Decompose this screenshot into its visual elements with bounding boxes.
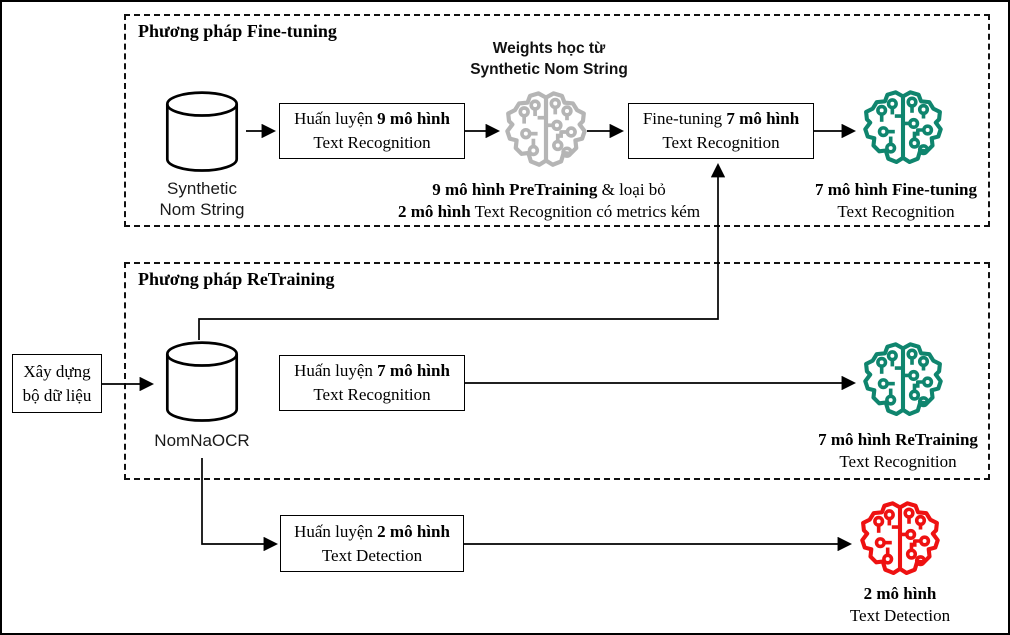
weights-note: Weights học từ Synthetic Nom String xyxy=(408,38,690,80)
pretrain-caption-line1: 9 mô hình PreTraining & loại bỏ xyxy=(432,180,666,199)
finetune-7-models-line2: Text Recognition xyxy=(662,133,780,152)
synthetic-label-line1: Synthetic xyxy=(167,179,237,198)
weights-note-line1: Weights học từ xyxy=(492,40,606,57)
retrained-output-label: 7 mô hình ReTraining Text Recognition xyxy=(792,429,1004,473)
synthetic-label-line2: Nom String xyxy=(159,200,245,219)
pretrain-caption: 9 mô hình PreTraining & loại bỏ 2 mô hìn… xyxy=(388,179,710,223)
train-2-models-line1: Huấn luyện 2 mô hình xyxy=(294,521,450,541)
synthetic-dataset-label: Synthetic Nom String xyxy=(138,178,266,220)
brain-circuit-icon-pretrained xyxy=(504,87,588,177)
build-dataset-line1: Xây dựng xyxy=(23,361,91,381)
finetuned-output-label: 7 mô hình Fine-tuning Text Recognition xyxy=(790,179,1002,223)
train-2-models-box: Huấn luyện 2 mô hình Text Detection xyxy=(280,515,464,572)
retraining-section-title: Phương pháp ReTraining xyxy=(138,269,335,289)
detection-output-line1: 2 mô hình xyxy=(863,584,937,603)
retrained-output-line1: 7 mô hình ReTraining xyxy=(818,430,978,449)
brain-circuit-icon-detection xyxy=(858,500,942,582)
train-7-models-line2: Text Recognition xyxy=(313,385,431,404)
brain-circuit-icon-retrained xyxy=(862,340,944,424)
weights-note-line2: Synthetic Nom String xyxy=(470,61,628,78)
finetuned-output-line1: 7 mô hình Fine-tuning xyxy=(814,180,977,199)
brain-circuit-icon-finetuned xyxy=(862,88,944,172)
train-2-models-line2: Text Detection xyxy=(321,545,423,565)
train-7-models-line1: Huấn luyện 7 mô hình xyxy=(294,361,450,380)
train-9-models-line1: Huấn luyện 9 mô hình xyxy=(294,109,450,128)
pretrain-caption-line2: 2 mô hình Text Recognition có metrics ké… xyxy=(397,202,701,221)
database-cylinder-icon xyxy=(158,88,246,176)
build-dataset-line2: bộ dữ liệu xyxy=(22,385,92,405)
database-cylinder-icon xyxy=(158,338,246,426)
train-9-models-line2: Text Recognition xyxy=(313,133,431,152)
finetune-7-models-line1: Fine-tuning 7 mô hình xyxy=(642,109,800,128)
nomnaocr-dataset-label: NomNaOCR xyxy=(154,431,250,450)
finetune-7-models-box: Fine-tuning 7 mô hình Text Recognition xyxy=(628,103,814,159)
build-dataset-box: Xây dựng bộ dữ liệu xyxy=(12,354,102,413)
detection-output-line2: Text Detection xyxy=(849,606,951,625)
finetuned-output-line2: Text Recognition xyxy=(837,202,955,221)
train-9-models-box: Huấn luyện 9 mô hình Text Recognition xyxy=(279,103,465,159)
detection-output-label: 2 mô hình Text Detection xyxy=(800,583,1000,627)
train-7-models-box: Huấn luyện 7 mô hình Text Recognition xyxy=(279,355,465,411)
finetuning-section-title: Phương pháp Fine-tuning xyxy=(138,21,337,41)
retrained-output-line2: Text Recognition xyxy=(839,452,957,471)
